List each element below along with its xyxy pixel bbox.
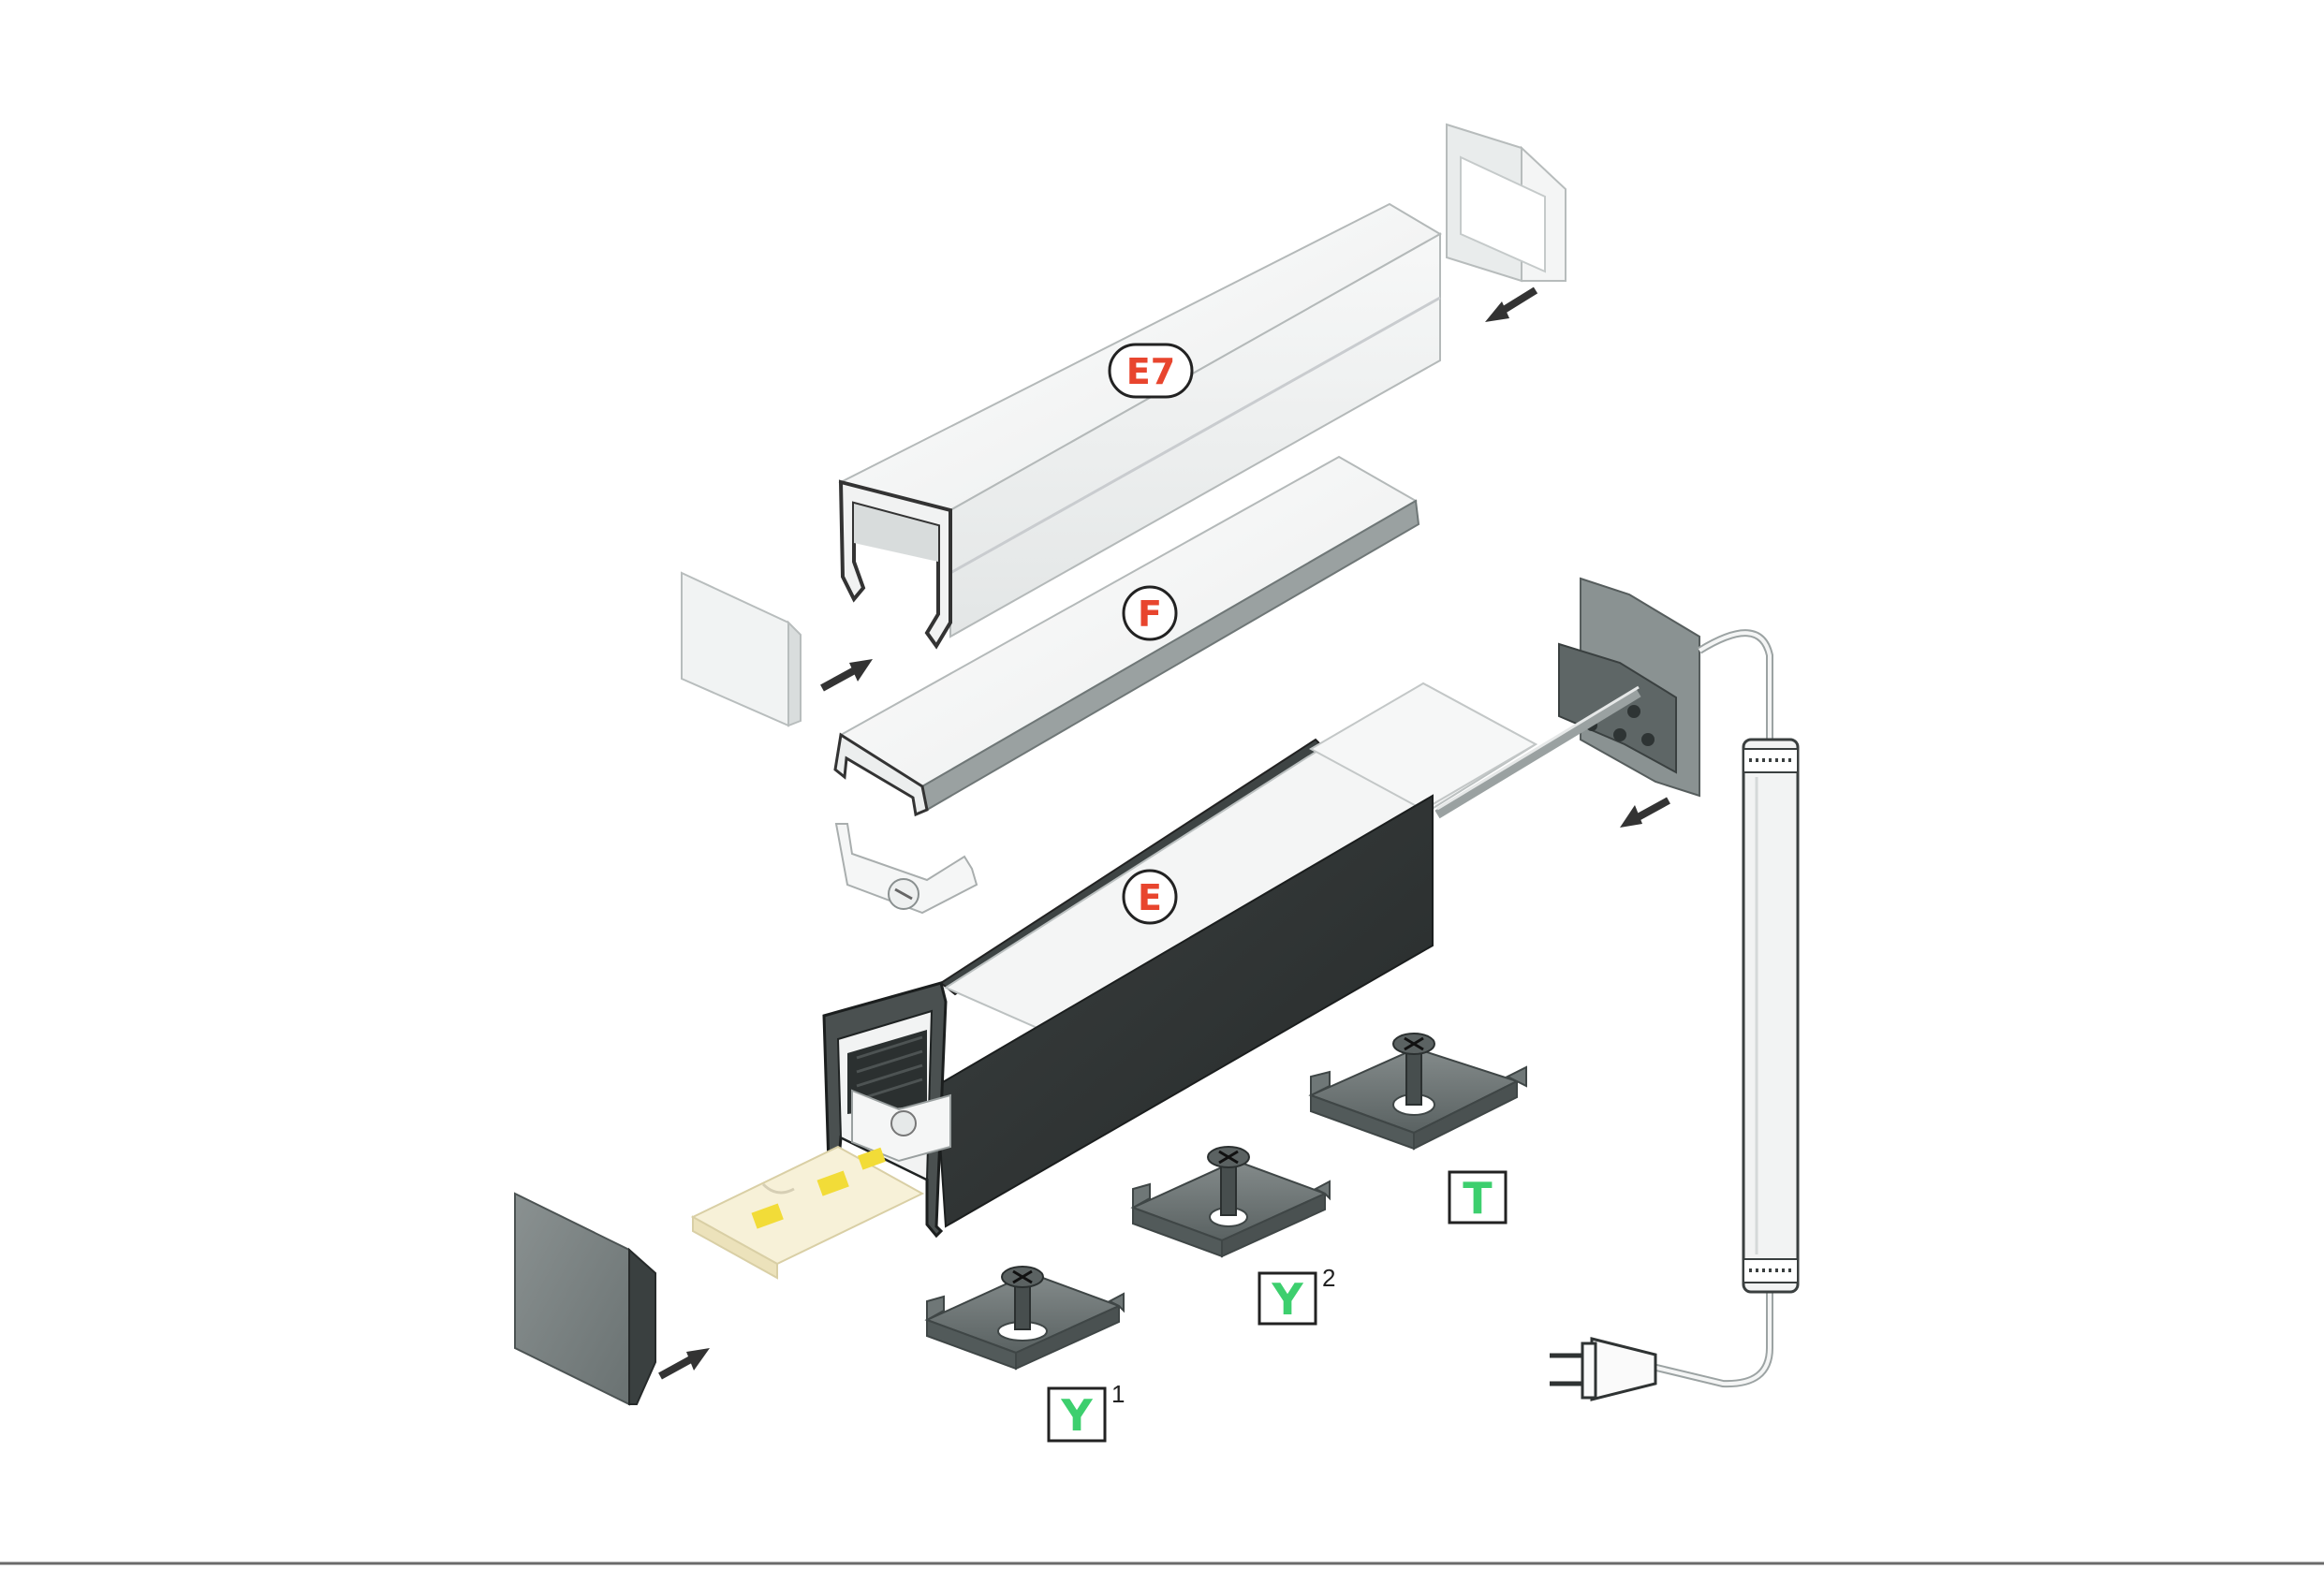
end-cap-cover-left: [681, 571, 802, 727]
label-y1-sup: 1: [1111, 1380, 1125, 1408]
label-e: E: [1122, 869, 1178, 925]
end-cap-top-right: [1446, 123, 1566, 283]
power-plug-icon: [1550, 1337, 1657, 1401]
power-cable: [1652, 629, 1773, 1388]
label-y2: Y 2: [1258, 1264, 1335, 1326]
aluminium-profile-e: [822, 682, 1538, 1239]
screw-icon: [1207, 1146, 1250, 1216]
mounting-clip-clear: [834, 823, 978, 915]
label-y1-text: Y: [1060, 1390, 1093, 1441]
label-e7: E7: [1108, 343, 1194, 399]
arrow-icon: [820, 659, 873, 692]
screw-icon: [1392, 1033, 1435, 1106]
end-cap-profile-left: [514, 1192, 656, 1406]
arrow-icon: [1620, 797, 1670, 828]
label-f: F: [1122, 585, 1178, 641]
screw-icon: [1001, 1266, 1044, 1330]
label-y1: Y 1: [1047, 1380, 1125, 1443]
label-f-text: F: [1138, 594, 1162, 635]
label-y2-text: Y: [1271, 1274, 1303, 1325]
led-strip: [690, 1145, 925, 1280]
arrow-icon: [1485, 286, 1538, 322]
led-driver-icon: [1742, 738, 1800, 1294]
power-feed-box: [1558, 577, 1700, 798]
label-t: T: [1448, 1170, 1508, 1224]
label-e-text: E: [1138, 877, 1162, 918]
label-t-text: T: [1463, 1173, 1493, 1224]
arrow-icon: [658, 1348, 710, 1380]
feed-rod: [1434, 685, 1641, 819]
label-y2-sup: 2: [1322, 1264, 1335, 1292]
label-e7-text: E7: [1126, 351, 1175, 392]
